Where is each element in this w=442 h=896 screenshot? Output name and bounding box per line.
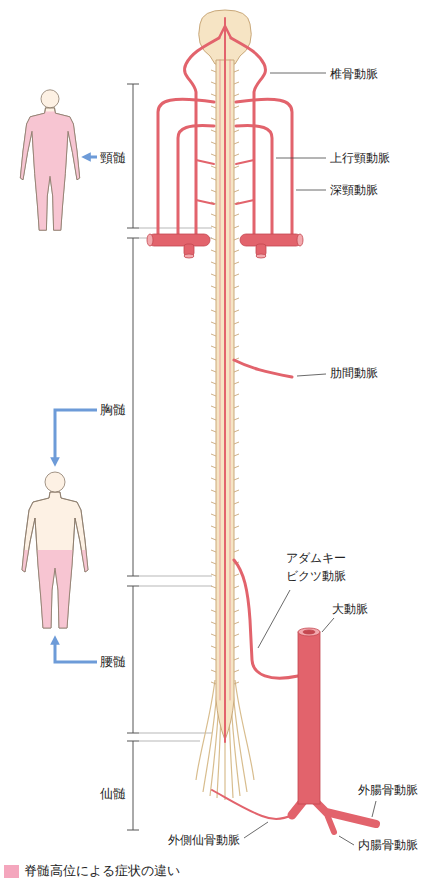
artery	[236, 99, 292, 234]
aorta	[292, 628, 376, 832]
artery	[158, 99, 214, 234]
level-bracket	[139, 228, 212, 741]
human-figure	[22, 492, 88, 628]
aorta	[303, 630, 315, 634]
artery	[158, 18, 298, 819]
subclavian-artery	[184, 254, 194, 258]
artery-label: 肋間動脈	[330, 366, 378, 380]
legend-text: 脊髄高位による症状の違い	[24, 862, 180, 880]
artery-label: アダムキー ビクツ動脈	[286, 549, 354, 585]
cauda-equina	[203, 690, 217, 792]
artery	[185, 38, 219, 234]
artery	[178, 126, 214, 235]
artery	[236, 160, 254, 204]
artery-label: 外側仙骨動脈	[168, 833, 240, 847]
artery	[196, 160, 214, 204]
cauda-equina	[233, 690, 247, 792]
leader-line	[339, 836, 354, 845]
artery-label: 上行頸動脈	[330, 151, 390, 165]
cauda-equina	[196, 680, 215, 780]
artery	[212, 790, 292, 819]
level-bracket	[127, 741, 139, 830]
legend: 脊髄高位による症状の違い	[4, 862, 180, 880]
artery-label: 外腸骨動脈	[358, 783, 418, 797]
level-bracket	[127, 84, 212, 830]
legend-item: 脊髄高位による症状の違い	[4, 862, 180, 880]
leader-line	[258, 590, 290, 648]
leader-line	[270, 73, 326, 74]
subclavian-artery	[297, 234, 303, 246]
human-figure	[22, 492, 88, 628]
artery	[219, 26, 231, 38]
artery-label: 椎骨動脈	[330, 67, 378, 81]
human-figure	[20, 111, 79, 230]
level-arrow	[86, 156, 97, 159]
level-bracket	[127, 238, 139, 576]
legend-swatch	[4, 865, 19, 878]
aorta	[326, 812, 334, 832]
aorta	[298, 628, 320, 636]
level-arrow	[55, 410, 97, 462]
leader-line	[297, 374, 326, 376]
artery	[231, 38, 265, 234]
artery	[220, 60, 230, 700]
leader-line	[296, 190, 326, 191]
subclavian-artery	[148, 234, 210, 246]
level-label: 頸髄	[100, 150, 126, 166]
subclavian-artery	[147, 234, 303, 258]
artery	[224, 18, 226, 742]
leader-line	[244, 822, 268, 838]
leader-line	[322, 618, 334, 632]
human-figure	[20, 108, 79, 230]
level-bracket	[127, 586, 139, 733]
artery-label: 内腸骨動脈	[358, 838, 418, 852]
artery	[236, 126, 272, 235]
level-label: 胸髄	[100, 402, 126, 418]
leader-line	[372, 801, 376, 817]
human-figure	[41, 90, 59, 108]
human-figure	[20, 90, 88, 628]
artery-label: 深頸動脈	[330, 183, 378, 197]
aorta	[298, 632, 320, 804]
artery	[234, 360, 292, 377]
level-label: 腰髄	[100, 654, 126, 670]
human-figure	[45, 472, 65, 492]
level-label: 仙髄	[100, 786, 126, 802]
artery-label: 大動脈	[332, 602, 368, 616]
level-arrow	[55, 640, 97, 662]
subclavian-artery	[240, 234, 302, 246]
cauda-equina	[235, 680, 254, 780]
subclavian-artery	[147, 234, 153, 246]
human-figure	[22, 550, 88, 628]
human-figure	[20, 108, 79, 230]
subclavian-artery	[256, 254, 266, 258]
level-bracket	[127, 84, 139, 228]
leader-line	[276, 158, 326, 159]
